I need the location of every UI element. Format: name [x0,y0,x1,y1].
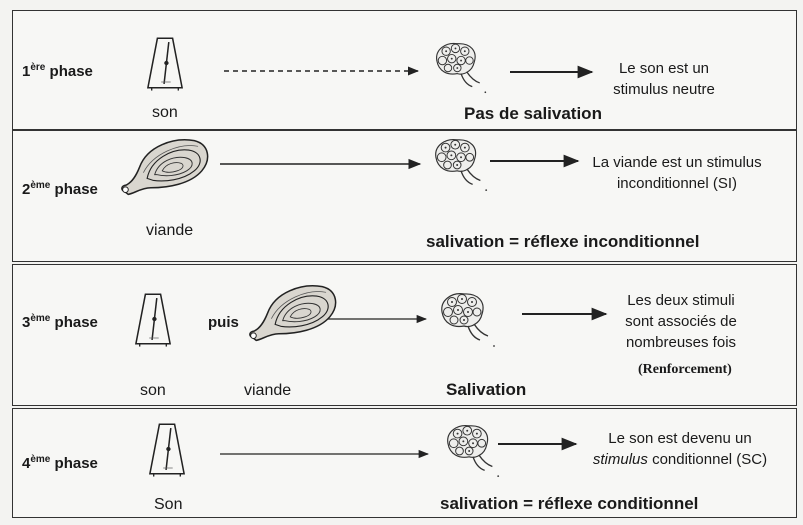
arrow [508,66,596,78]
phase-3-description: Les deux stimuli sont associés de nombre… [620,290,742,353]
arrow [218,448,432,460]
salivary-gland-icon [428,40,496,96]
phase-2-stimulus-label: viande [146,222,193,240]
phase-1-stimulus-label: son [152,104,178,122]
salivary-gland-icon [434,290,504,350]
dashed-arrow [222,65,422,77]
phase-2-result: salivation = réflexe inconditionnel [426,232,700,252]
phase-3-connector: puis [208,314,239,331]
arrow [496,438,580,450]
phase-2-description: La viande est un stimulus inconditionnel… [584,152,770,194]
phase-4-result: salivation = réflexe conditionnel [440,494,698,514]
salivary-gland-icon [440,422,508,480]
phase-1-description: Le son est un stimulus neutre [598,58,730,100]
phase-3-note: (Renforcement) [638,362,732,378]
phase-1-label: 1ère phase [22,62,93,80]
phase-3-result: Salivation [446,380,526,400]
phase-3-label: 3ème phase [22,313,98,331]
salivary-gland-icon [428,136,496,194]
phase-1-result: Pas de salivation [464,104,602,124]
metronome-icon [148,420,186,478]
arrow [326,313,430,325]
phase-3-stimulus-label-son: son [140,382,166,400]
phase-4-stimulus-label: Son [154,496,182,514]
arrow [218,158,424,170]
arrow [520,308,610,320]
phase-3-stimulus-label-viande: viande [244,382,291,400]
metronome-icon [134,290,172,348]
metronome-icon [146,34,184,92]
meat-icon [118,135,214,201]
phase-4-label: 4ème phase [22,454,98,472]
arrow [488,155,582,167]
phase-2-label: 2ème phase [22,180,98,198]
